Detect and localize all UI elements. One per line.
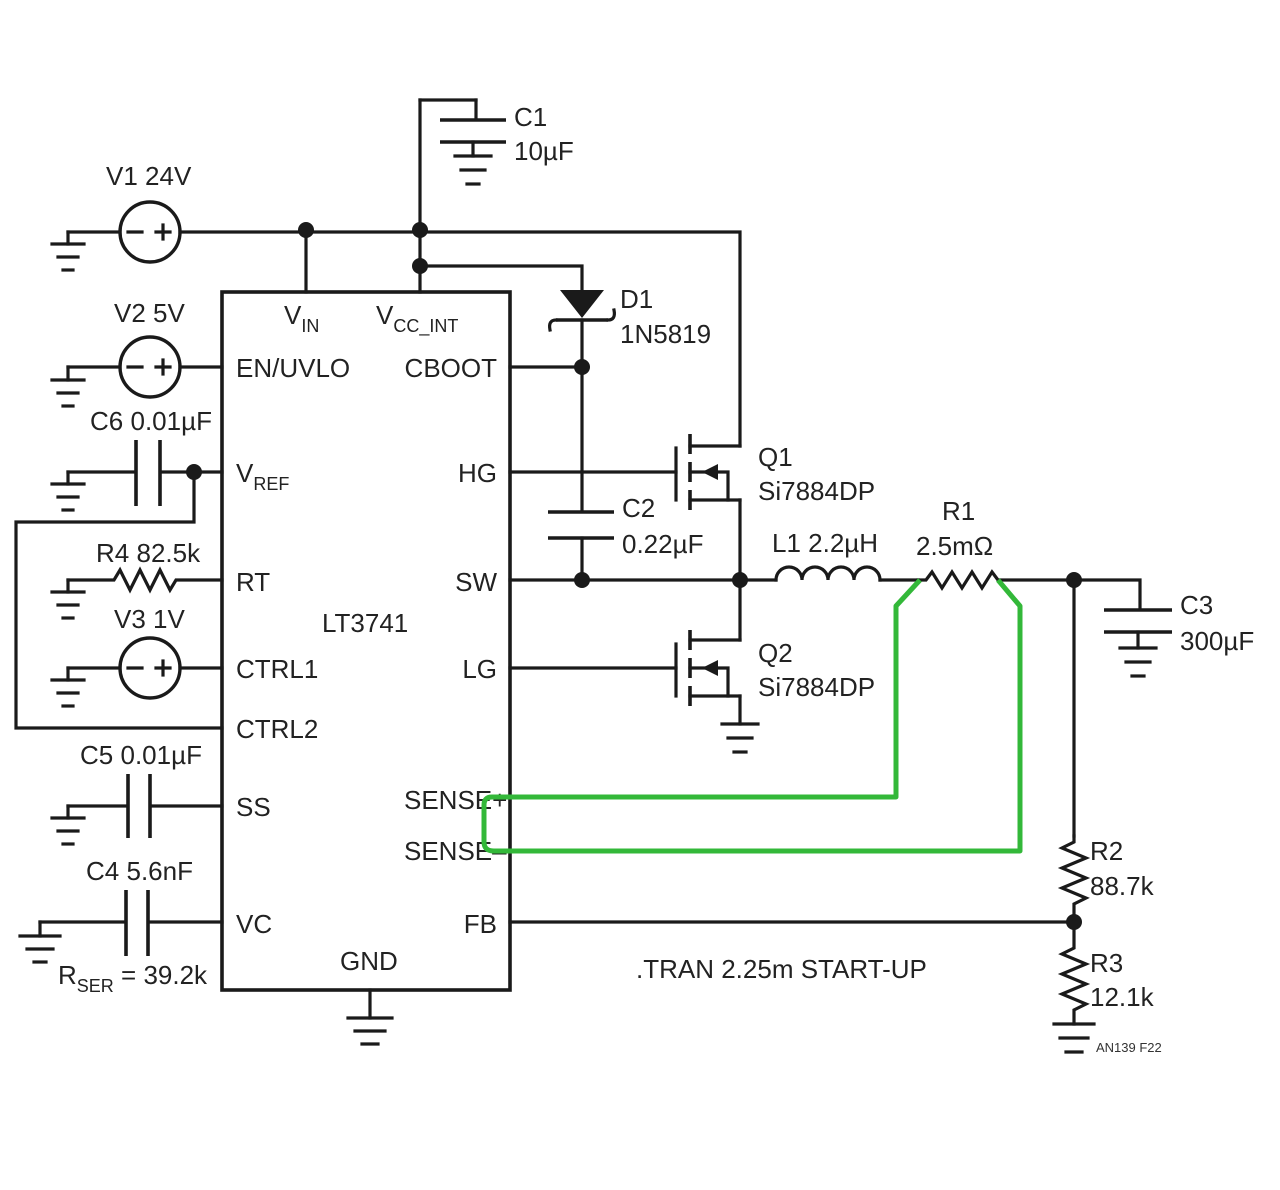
pin-rt: RT — [236, 567, 270, 597]
v3-source — [118, 636, 182, 700]
pin-lg: LG — [462, 654, 497, 684]
r2-value: 88.7k — [1090, 871, 1155, 901]
q2-mosfet — [674, 630, 742, 706]
r1-name: R1 — [942, 496, 975, 526]
ground-symbol — [720, 722, 760, 754]
ground-symbol — [453, 154, 493, 186]
r3-value: 12.1k — [1090, 982, 1155, 1012]
c1-value: 10µF — [514, 136, 574, 166]
rser-label: RSER = 39.2k — [58, 960, 208, 996]
c5-label: C5 0.01µF — [80, 740, 202, 770]
q1-value: Si7884DP — [758, 476, 875, 506]
v1-label: V1 24V — [106, 161, 192, 191]
pin-vref: VREF — [236, 458, 289, 494]
d1-name: D1 — [620, 284, 653, 314]
pin-sw: SW — [455, 567, 497, 597]
pin-vin: VIN — [284, 300, 319, 336]
c2-name: C2 — [622, 493, 655, 523]
r3-name: R3 — [1090, 948, 1123, 978]
ground-symbol — [50, 804, 86, 846]
v2-label: V2 5V — [114, 298, 186, 328]
ground-symbol — [1052, 1022, 1096, 1054]
ic-body — [220, 290, 512, 992]
pin-sense-plus: SENSE+ — [404, 785, 507, 815]
pin-ss: SS — [236, 792, 271, 822]
v3-label: V3 1V — [114, 604, 186, 634]
ground-symbol — [50, 365, 86, 408]
ground-symbol — [50, 470, 86, 512]
ground-symbol — [50, 666, 86, 708]
r4-label: R4 82.5k — [96, 538, 201, 568]
q1-mosfet — [674, 434, 742, 510]
ground-symbol — [346, 1016, 394, 1046]
pin-ctrl2: CTRL2 — [236, 714, 318, 744]
pin-gnd: GND — [340, 946, 398, 976]
pin-en-uvlo: EN/UVLO — [236, 353, 350, 383]
ground-symbol — [50, 230, 86, 272]
c6-label: C6 0.01µF — [90, 406, 212, 436]
v2-source — [118, 335, 182, 399]
figure-id: AN139 F22 — [1096, 1040, 1162, 1055]
r2-name: R2 — [1090, 836, 1123, 866]
q2-value: Si7884DP — [758, 672, 875, 702]
pin-fb: FB — [464, 909, 497, 939]
ground-symbol — [18, 920, 62, 964]
pin-hg: HG — [458, 458, 497, 488]
pin-vc: VC — [236, 909, 272, 939]
d1-value: 1N5819 — [620, 319, 711, 349]
l1-label: L1 2.2µH — [772, 528, 878, 558]
tran-directive: .TRAN 2.25m START-UP — [636, 954, 927, 984]
pin-vcc-int: VCC_INT — [376, 300, 458, 337]
c4-label: C4 5.6nF — [86, 856, 193, 886]
ic-name: LT3741 — [322, 608, 408, 638]
q1-name: Q1 — [758, 442, 793, 472]
sense-trace-highlight — [481, 578, 1023, 854]
pin-ctrl1: CTRL1 — [236, 654, 318, 684]
pin-cboot: CBOOT — [405, 353, 498, 383]
q2-name: Q2 — [758, 638, 793, 668]
ground-symbol — [1118, 646, 1158, 678]
r1-value: 2.5mΩ — [916, 531, 993, 561]
ground-symbol — [50, 578, 86, 620]
v1-source — [118, 200, 182, 264]
c2-value: 0.22µF — [622, 529, 703, 559]
c3-name: C3 — [1180, 590, 1213, 620]
c3-value: 300µF — [1180, 626, 1254, 656]
c1-name: C1 — [514, 102, 547, 132]
